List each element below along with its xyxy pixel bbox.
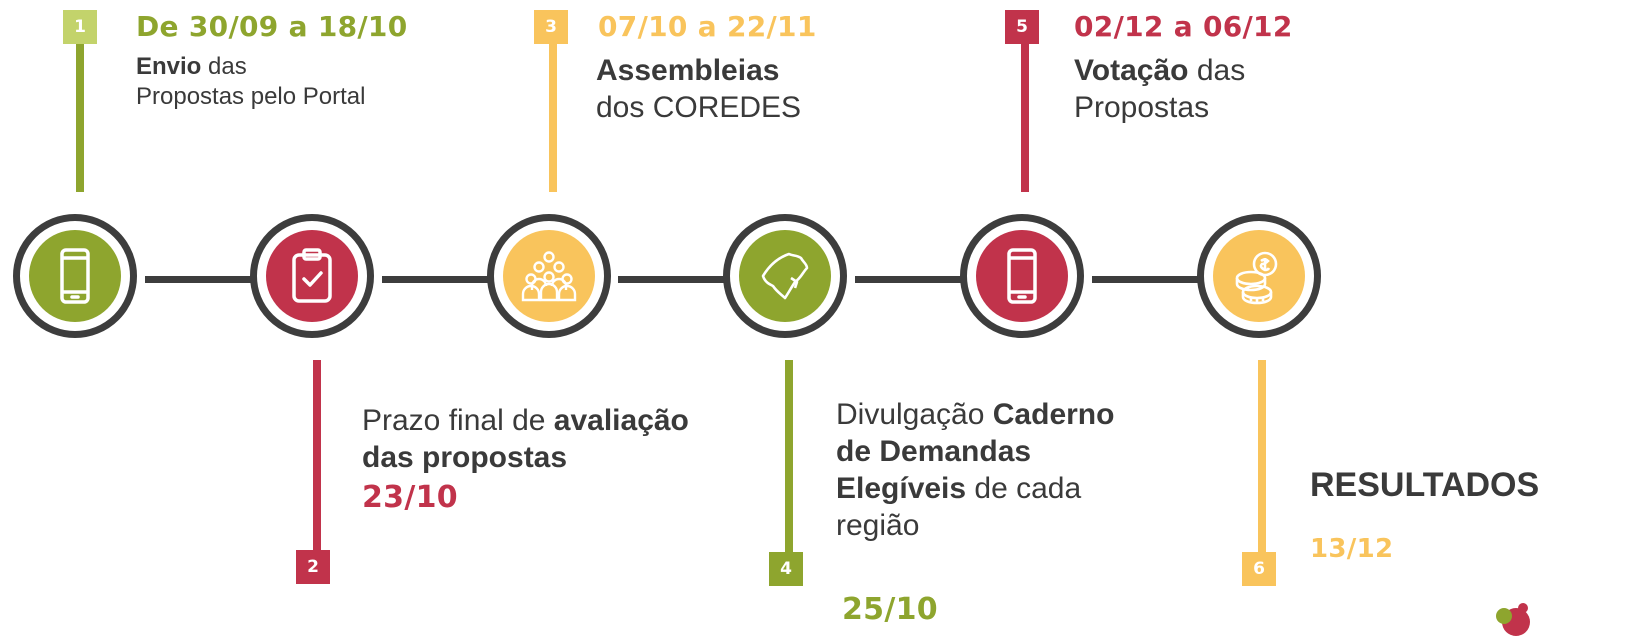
step-2-date: 23/10 xyxy=(362,480,458,515)
step-5-description: Votação das Propostas xyxy=(1074,54,1246,124)
step-5-badge: 5 xyxy=(1005,10,1039,44)
step-4-stem xyxy=(785,360,793,565)
step-3-date: 07/10 a 22/11 xyxy=(598,10,817,43)
state-map-icon xyxy=(761,252,809,300)
step-6-stem xyxy=(1258,360,1266,565)
clipboard-check-icon xyxy=(292,248,332,303)
assembly-people-icon xyxy=(521,251,577,302)
step-5-circle xyxy=(960,214,1084,338)
step-3-circle xyxy=(487,214,611,338)
step-1-date: De 30/09 a 18/10 xyxy=(136,10,408,43)
step-1-badge: 1 xyxy=(63,10,97,44)
step-4-description: Divulgação Caderno de Demandas Elegíveis… xyxy=(836,398,1115,542)
step-6-badge: 6 xyxy=(1242,552,1276,586)
timeline-connector xyxy=(618,276,728,283)
step-2-circle xyxy=(250,214,374,338)
smartphone-icon xyxy=(1007,248,1037,304)
coins-icon xyxy=(1235,251,1278,305)
step-4-date: 25/10 xyxy=(842,592,938,627)
step-1-circle xyxy=(13,214,137,338)
step-3-badge: 3 xyxy=(534,10,568,44)
step-6-date: 13/12 xyxy=(1310,534,1394,564)
step-2-description: Prazo final de avaliação das propostas xyxy=(362,404,689,474)
timeline-connector xyxy=(382,276,492,283)
step-2-badge: 2 xyxy=(296,550,330,584)
timeline-connector xyxy=(145,276,255,283)
step-6-title: RESULTADOS xyxy=(1310,466,1540,504)
step-6-circle xyxy=(1197,214,1321,338)
step-5-date: 02/12 a 06/12 xyxy=(1074,10,1293,43)
smartphone-icon xyxy=(60,248,90,304)
timeline-connector xyxy=(1092,276,1202,283)
step-5-stem xyxy=(1021,40,1029,192)
step-1-stem xyxy=(76,40,84,192)
timeline-connector xyxy=(855,276,965,283)
step-3-stem xyxy=(549,40,557,192)
step-4-badge: 4 xyxy=(769,552,803,586)
step-1-description: Envio das Propostas pelo Portal xyxy=(136,53,366,110)
logo-icon xyxy=(1496,603,1530,636)
step-2-stem xyxy=(313,360,321,565)
step-4-circle xyxy=(723,214,847,338)
step-3-description: Assembleias dos COREDES xyxy=(596,54,802,124)
